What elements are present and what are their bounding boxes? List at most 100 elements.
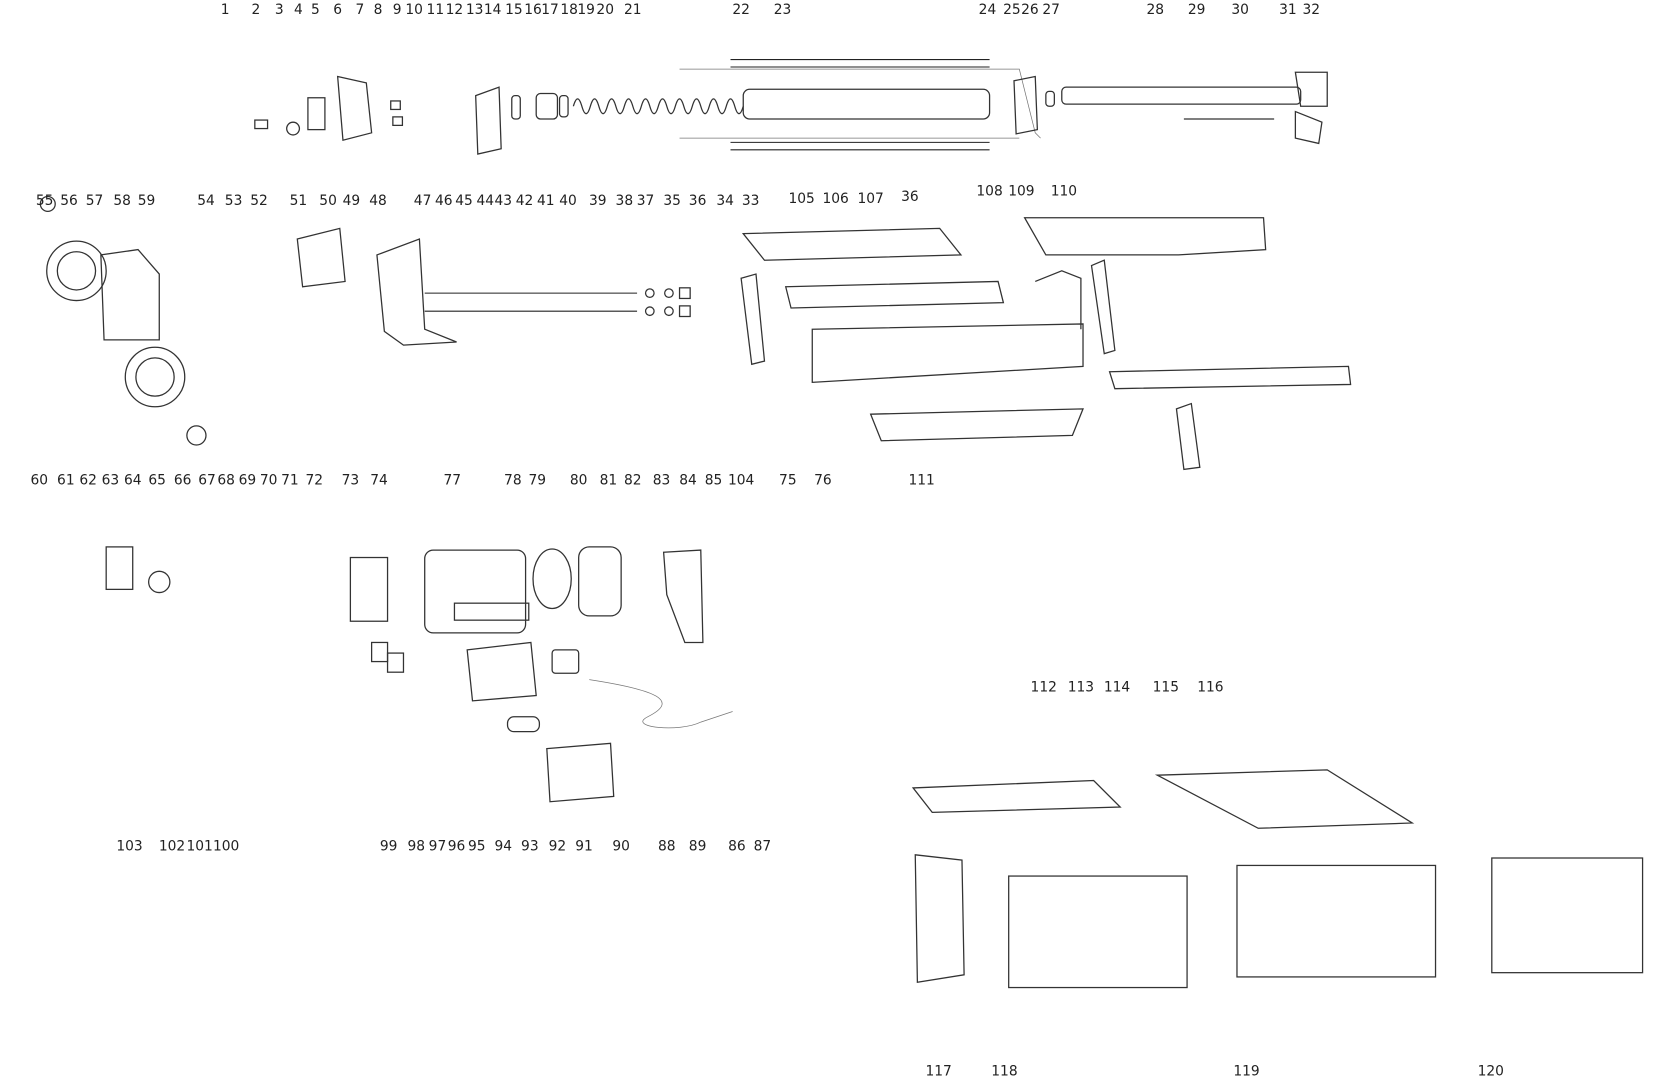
part-number-label: 69 [239, 472, 257, 488]
part-number-label: 25 [1003, 2, 1021, 18]
part-number-label: 24 [979, 2, 997, 18]
part-number-label: 1 [221, 2, 230, 18]
wheel-assembly [39, 195, 207, 446]
part-number-label: 78 [504, 472, 522, 488]
part-number-label: 76 [814, 472, 832, 488]
part-number-label: 110 [1051, 183, 1077, 199]
part-number-label: 98 [407, 839, 425, 855]
part-number-label: 91 [575, 839, 593, 855]
part-number-label: 4 [294, 2, 303, 18]
part-number-label: 67 [198, 472, 216, 488]
part-number-label: 38 [616, 193, 634, 209]
part-number-label: 93 [521, 839, 539, 855]
part-number-label: 41 [537, 193, 555, 209]
part-number-label: 92 [549, 839, 567, 855]
part-number-label: 50 [319, 193, 337, 209]
part-number-label: 62 [79, 472, 97, 488]
part-number-label: 66 [174, 472, 192, 488]
part-number-label: 65 [148, 472, 166, 488]
part-number-label: 36 [689, 193, 707, 209]
part-number-label: 40 [559, 193, 577, 209]
part-number-label: 37 [637, 193, 655, 209]
part-number-label: 85 [705, 472, 723, 488]
part-number-label: 106 [822, 191, 848, 207]
part-number-label: 104 [728, 472, 754, 488]
mesh-panels [911, 769, 1644, 989]
part-number-label: 15 [505, 2, 523, 18]
part-number-label: 80 [570, 472, 588, 488]
part-number-label: 51 [290, 193, 308, 209]
part-number-label: 96 [448, 839, 466, 855]
part-number-label: 19 [577, 2, 595, 18]
part-number-label: 64 [124, 472, 142, 488]
part-number-label: 82 [624, 472, 642, 488]
part-number-label: 14 [484, 2, 502, 18]
part-number-label: 84 [679, 472, 697, 488]
part-number-label: 114 [1104, 679, 1130, 695]
part-number-label: 27 [1042, 2, 1060, 18]
part-number-label: 53 [225, 193, 243, 209]
part-number-label: 108 [976, 183, 1002, 199]
part-number-label: 81 [600, 472, 618, 488]
part-number-label: 100 [213, 839, 239, 855]
part-number-label: 11 [427, 2, 445, 18]
part-number-label: 97 [429, 839, 447, 855]
part-number-label: 75 [779, 472, 797, 488]
part-number-label: 9 [393, 2, 402, 18]
part-number-label: 8 [374, 2, 383, 18]
part-number-label: 94 [495, 839, 513, 855]
part-number-label: 101 [186, 839, 212, 855]
part-number-label: 32 [1303, 2, 1321, 18]
part-number-label: 13 [466, 2, 484, 18]
part-number-label: 102 [159, 839, 185, 855]
part-number-label: 59 [138, 193, 156, 209]
part-number-label: 36 [901, 189, 919, 205]
part-number-label: 79 [528, 472, 546, 488]
part-number-label: 118 [991, 1064, 1017, 1080]
part-number-label: 29 [1188, 2, 1206, 18]
part-number-label: 115 [1153, 679, 1179, 695]
part-number-label: 90 [612, 839, 630, 855]
part-number-label: 57 [86, 193, 104, 209]
part-number-label: 83 [653, 472, 671, 488]
part-number-label: 52 [250, 193, 268, 209]
part-number-label: 120 [1478, 1064, 1504, 1080]
frame-assembly [296, 227, 691, 346]
part-number-label: 86 [728, 839, 746, 855]
part-number-label: 95 [468, 839, 486, 855]
part-number-label: 73 [342, 472, 360, 488]
part-number-label: 34 [716, 193, 734, 209]
motor-assembly [105, 546, 733, 803]
part-number-label: 119 [1233, 1064, 1259, 1080]
part-number-label: 12 [446, 2, 464, 18]
part-number-label: 61 [57, 472, 75, 488]
part-number-label: 16 [524, 2, 542, 18]
part-number-label: 3 [275, 2, 284, 18]
part-number-label: 23 [774, 2, 792, 18]
part-number-label: 30 [1231, 2, 1249, 18]
parts [39, 59, 1644, 989]
part-number-label: 33 [742, 193, 760, 209]
part-number-label: 48 [369, 193, 387, 209]
part-number-label: 63 [102, 472, 120, 488]
part-number-label: 109 [1008, 183, 1034, 199]
part-number-label: 88 [658, 839, 676, 855]
part-number-label: 7 [356, 2, 365, 18]
part-number-label: 74 [370, 472, 388, 488]
part-number-label: 47 [414, 193, 432, 209]
part-number-label: 49 [343, 193, 361, 209]
part-number-label: 71 [281, 472, 299, 488]
part-number-label: 113 [1068, 679, 1094, 695]
part-number-label: 105 [788, 191, 814, 207]
part-number-label: 21 [624, 2, 642, 18]
part-number-label: 116 [1197, 679, 1223, 695]
part-number-label: 107 [857, 191, 883, 207]
part-number-label: 56 [60, 193, 78, 209]
part-number-label: 68 [217, 472, 235, 488]
part-number-label: 39 [589, 193, 607, 209]
part-number-label: 60 [31, 472, 49, 488]
part-number-label: 20 [596, 2, 614, 18]
beam-assembly [740, 217, 1352, 471]
